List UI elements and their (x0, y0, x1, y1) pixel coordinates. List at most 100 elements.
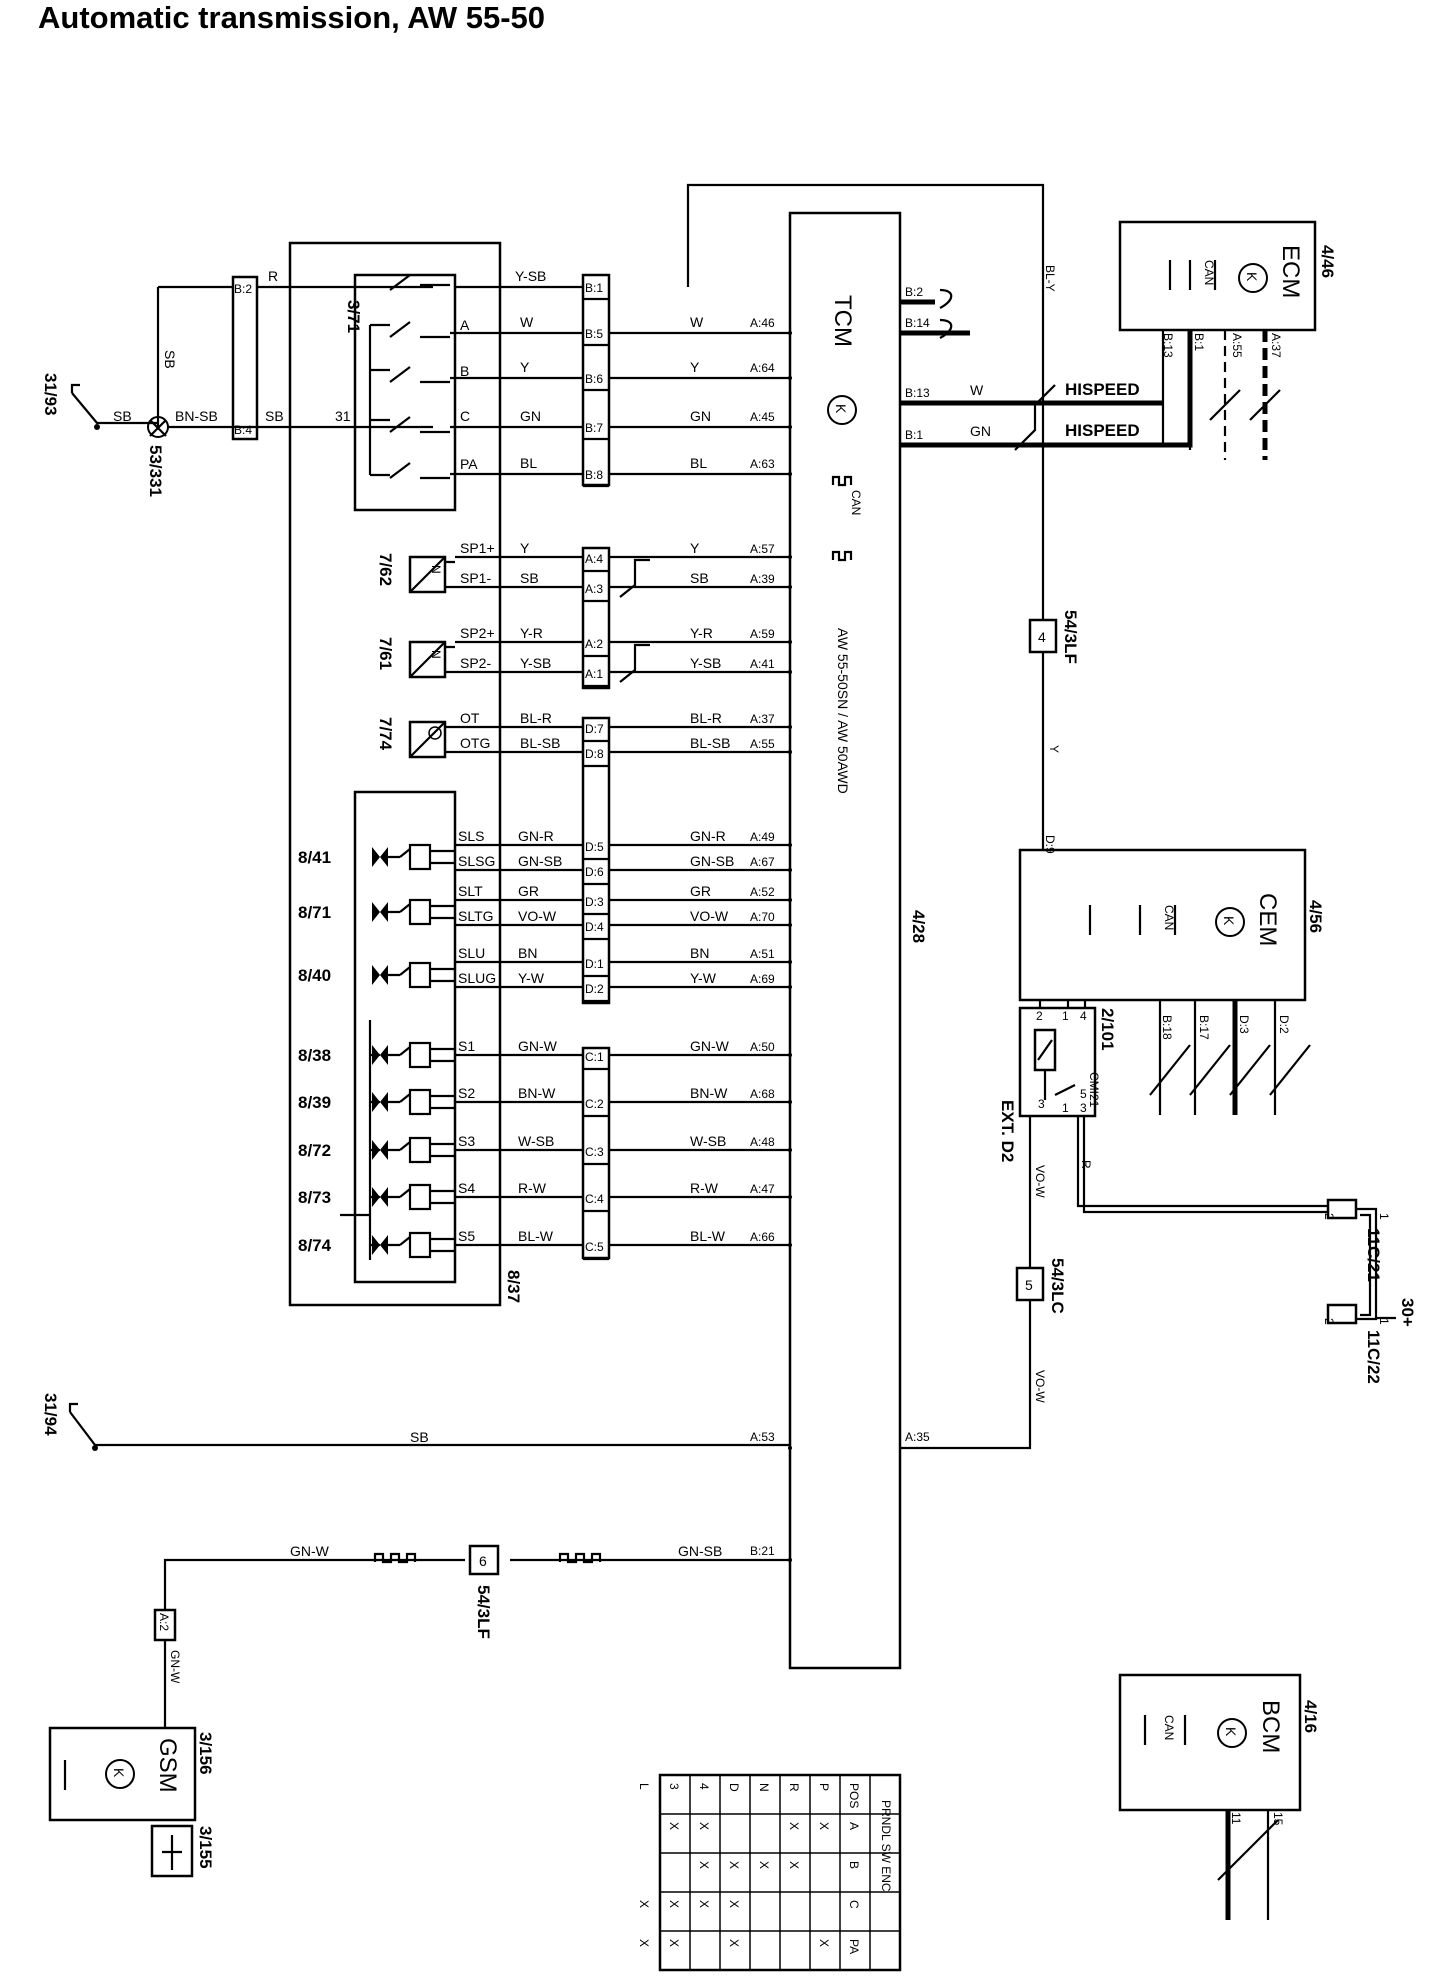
svg-text:31: 31 (335, 408, 351, 424)
pin-dot (788, 331, 792, 335)
table-cell: 4 (697, 1783, 711, 1790)
table-header: PA (847, 1939, 861, 1954)
svg-text:2: 2 (1322, 1213, 1336, 1220)
twist (619, 558, 650, 598)
table-cell: X (697, 1861, 711, 1869)
gear-switch-frame (288, 241, 502, 1307)
relay-2-101: 2/101 CMI21 2 1 4 3 1 5 3 EXT. D2 (998, 1006, 1117, 1162)
svg-text:4: 4 (1080, 1009, 1087, 1023)
svg-text:SB: SB (162, 350, 178, 369)
connector-pin: B:7 (585, 421, 603, 435)
svg-text:Y: Y (1047, 745, 1061, 753)
label: W-SB (518, 1133, 554, 1149)
svg-text:31/94: 31/94 (41, 1393, 60, 1436)
tcm-ref: 4/28 (909, 910, 928, 943)
pin-dot (788, 725, 792, 729)
svg-text:A: A (460, 317, 470, 333)
svg-text:K: K (1244, 272, 1260, 282)
svg-text:A:37: A:37 (1269, 333, 1283, 358)
svg-text:CEM: CEM (1254, 893, 1281, 946)
wire (430, 1094, 455, 1110)
svg-text:K: K (1221, 916, 1237, 926)
connector-pin: B:8 (585, 468, 603, 482)
pin-dot (788, 985, 792, 989)
valve-icon (372, 965, 388, 985)
pin-dot (788, 1053, 792, 1057)
svg-text:30+: 30+ (1398, 1298, 1417, 1327)
svg-text:BL-Y: BL-Y (1043, 265, 1057, 292)
table-cell: X (667, 1822, 681, 1830)
speed-sensor-2: N 7/61 (376, 637, 455, 679)
label: A:68 (750, 1087, 775, 1101)
svg-text:1: 1 (1062, 1101, 1069, 1115)
label: A:55 (750, 737, 775, 751)
connector-pin: C:4 (585, 1192, 604, 1206)
label: A:41 (750, 657, 775, 671)
svg-text:B:4: B:4 (234, 423, 252, 437)
wire (430, 849, 455, 865)
label: BL (520, 455, 537, 471)
speed-sensor-1: N 7/62 (376, 553, 455, 594)
svg-text:D:2: D:2 (1277, 1015, 1291, 1034)
svg-text:54/3LC: 54/3LC (1048, 1258, 1067, 1314)
connector-pin: D:6 (585, 865, 604, 879)
svg-text:B:18: B:18 (1160, 1015, 1174, 1040)
svg-text:HISPEED: HISPEED (1065, 380, 1140, 399)
table-cell: N (757, 1783, 771, 1792)
label: A:57 (750, 542, 775, 556)
svg-text:GSM: GSM (154, 1738, 181, 1793)
coil-icon (385, 1088, 432, 1116)
label: W (690, 314, 704, 330)
svg-text:4: 4 (1038, 629, 1046, 645)
coil-icon (385, 1136, 432, 1164)
label: A:37 (750, 712, 775, 726)
label: Y-R (690, 625, 713, 641)
tcm-label: TCM (829, 295, 856, 347)
label: B:13 (905, 386, 930, 400)
svg-text:4/16: 4/16 (1301, 1700, 1320, 1733)
table-cell: X (637, 1939, 651, 1947)
connector-pin: A:2 (585, 637, 603, 651)
bcm-module: BCM K CAN 4/16 11 15 (1118, 1673, 1320, 1826)
svg-text:7/61: 7/61 (376, 637, 395, 670)
svg-text:11C/22: 11C/22 (1364, 1330, 1383, 1384)
label: A:50 (750, 1040, 775, 1054)
label: Y (690, 359, 700, 375)
table-cell: X (817, 1939, 831, 1947)
label: SLUG (458, 970, 496, 986)
svg-text:54/3LF: 54/3LF (474, 1585, 493, 1639)
twist (619, 643, 650, 683)
svg-text:A:2: A:2 (157, 1613, 171, 1631)
svg-text:SB: SB (410, 1429, 429, 1445)
label: GR (690, 883, 711, 899)
tcm-variant: AW 55-50SN / AW 50AWD (835, 628, 851, 794)
svg-text:54/3LF: 54/3LF (1061, 610, 1080, 664)
label: W-SB (690, 1133, 726, 1149)
label: A:51 (750, 947, 775, 961)
label: BN-W (518, 1085, 556, 1101)
temp-sensor: 7/74 (376, 717, 455, 759)
svg-text:VO-W: VO-W (1033, 1165, 1047, 1198)
label: SLU (458, 945, 485, 961)
svg-text:3: 3 (1080, 1101, 1087, 1115)
label: SB (690, 570, 709, 586)
page-title: Automatic transmission, AW 55-50 (38, 0, 546, 35)
label: BL-W (518, 1228, 554, 1244)
svg-text:K: K (111, 1768, 127, 1778)
svg-text:3/156: 3/156 (196, 1732, 215, 1775)
pin-dot (788, 425, 792, 429)
label: SLS (458, 828, 484, 844)
table-cell: 3 (667, 1783, 681, 1790)
svg-text:C: C (460, 408, 470, 424)
coil-icon (385, 1041, 432, 1069)
svg-text:ECM: ECM (1277, 245, 1304, 298)
label: A:48 (750, 1135, 775, 1149)
table-cell: X (727, 1861, 741, 1869)
label: SLT (458, 883, 483, 899)
table-header: A (847, 1822, 861, 1830)
connector-pin: D:7 (585, 722, 604, 736)
table-cell: X (787, 1822, 801, 1830)
label: SP2- (460, 655, 491, 671)
svg-text:PA: PA (460, 456, 478, 472)
label: R-W (518, 1180, 547, 1196)
